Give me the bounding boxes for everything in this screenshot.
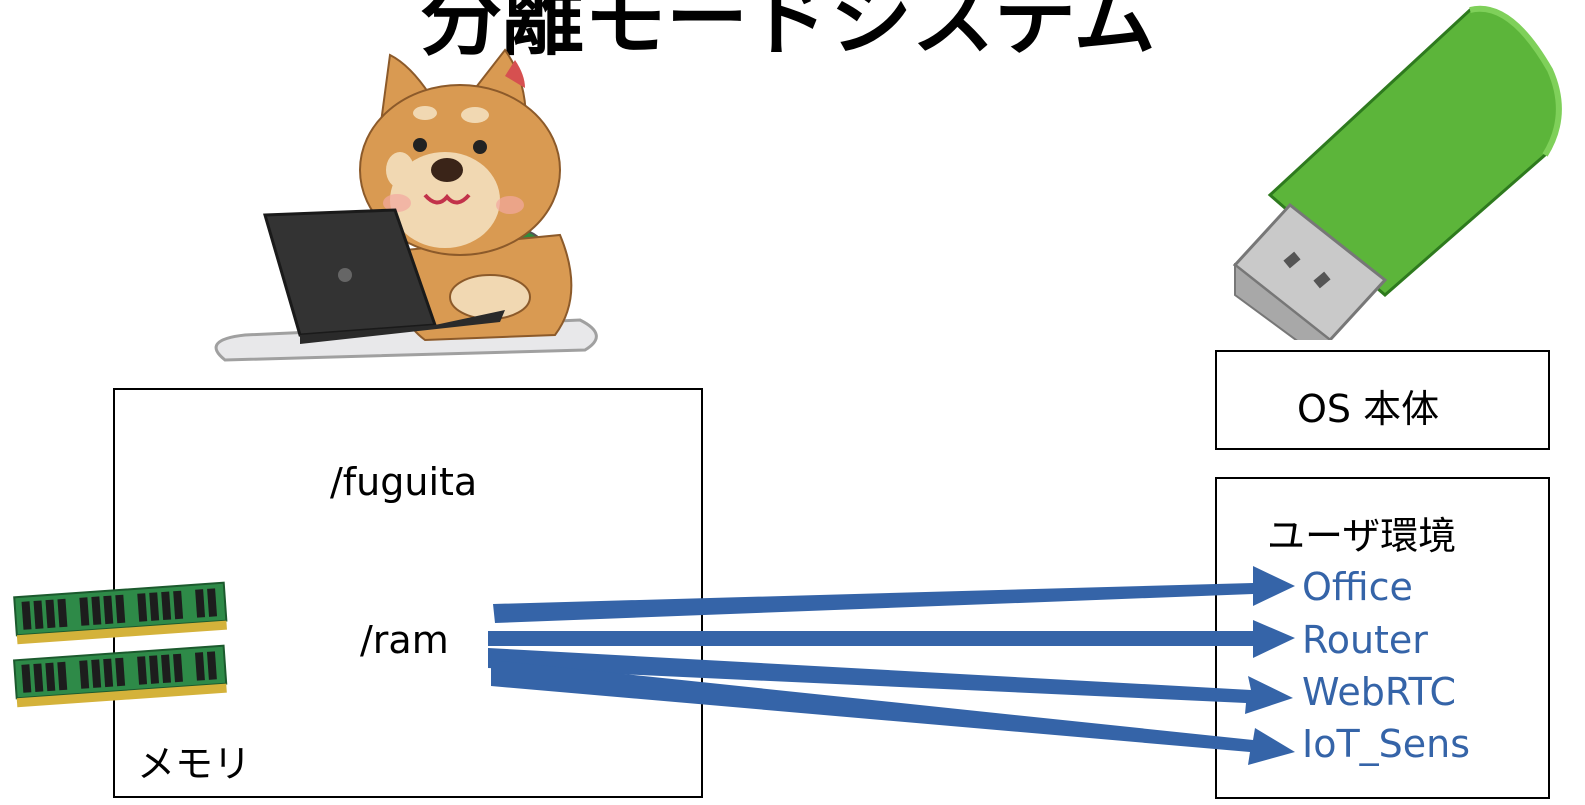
target-router: Router <box>1302 618 1428 662</box>
memory-module-icon <box>13 581 228 708</box>
ram-dir-label: /ram <box>360 618 449 662</box>
page-title: 分離モードシステム <box>420 0 1156 67</box>
os-label: OS 本体 <box>1297 387 1440 431</box>
target-office: Office <box>1302 565 1413 609</box>
os-box <box>1215 350 1550 450</box>
memory-label: メモリ <box>137 742 252 786</box>
usb-drive-icon <box>1232 5 1562 340</box>
shiba-dog-with-laptop-icon <box>214 48 598 362</box>
arrow-to-router <box>488 620 1295 658</box>
target-iot: IoT_Sens <box>1302 722 1471 766</box>
user-env-label: ユーザ環境 <box>1267 514 1457 558</box>
arrow-to-webrtc <box>488 648 1293 714</box>
target-webrtc: WebRTC <box>1302 670 1457 714</box>
arrow-to-office <box>493 566 1295 623</box>
fuguita-dir-label: /fuguita <box>330 460 478 504</box>
arrow-to-iot <box>491 660 1295 765</box>
